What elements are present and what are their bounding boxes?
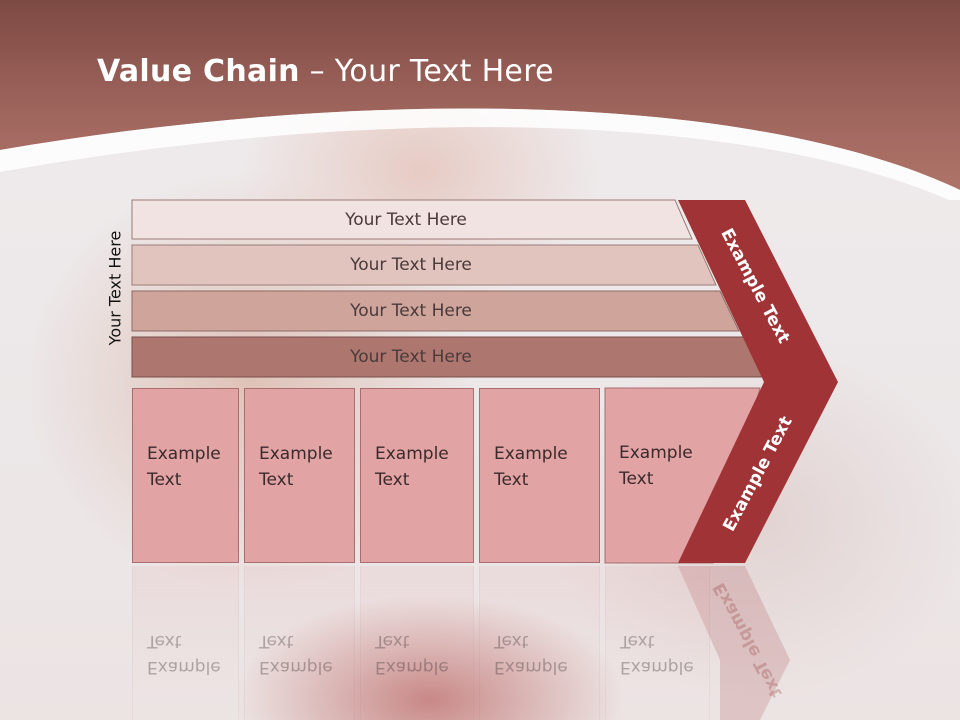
bar-3: Your Text Here: [132, 291, 702, 331]
bar-2: Your Text Here: [132, 245, 702, 285]
title-bold: Value Chain: [97, 54, 300, 89]
box-5-line1: Example: [619, 443, 693, 463]
slide-title: Value Chain – Your Text Here: [97, 54, 554, 89]
box-2-line1: Example: [259, 444, 333, 464]
bar-4-label: Your Text Here: [350, 347, 472, 367]
bar-1-label: Your Text Here: [345, 209, 467, 230]
bar-2-label: Your Text Here: [350, 255, 472, 275]
bar-1: Your Text Here: [132, 200, 692, 239]
box-3: Example Text: [360, 388, 474, 563]
box-5-line2: Text: [619, 469, 654, 489]
box-4: Example Text: [479, 388, 600, 563]
box-1-line1: Example: [147, 444, 221, 464]
box-2-line2: Text: [259, 470, 294, 490]
box-3-line1: Example: [375, 444, 449, 464]
box-2: Example Text: [244, 388, 355, 563]
box-5: Example Text: [605, 388, 710, 563]
header-band: [0, 0, 960, 200]
box-3-line2: Text: [375, 470, 410, 490]
box-4-line1: Example: [494, 444, 568, 464]
box-4-line2: Text: [494, 470, 529, 490]
title-rest: – Your Text Here: [299, 54, 554, 89]
side-label: Your Text Here: [105, 230, 125, 346]
box-1-line2: Text: [147, 470, 182, 490]
box-1: Example Text: [132, 388, 239, 563]
bar-4: Your Text Here: [132, 337, 702, 377]
bar-3-label: Your Text Here: [350, 301, 472, 321]
